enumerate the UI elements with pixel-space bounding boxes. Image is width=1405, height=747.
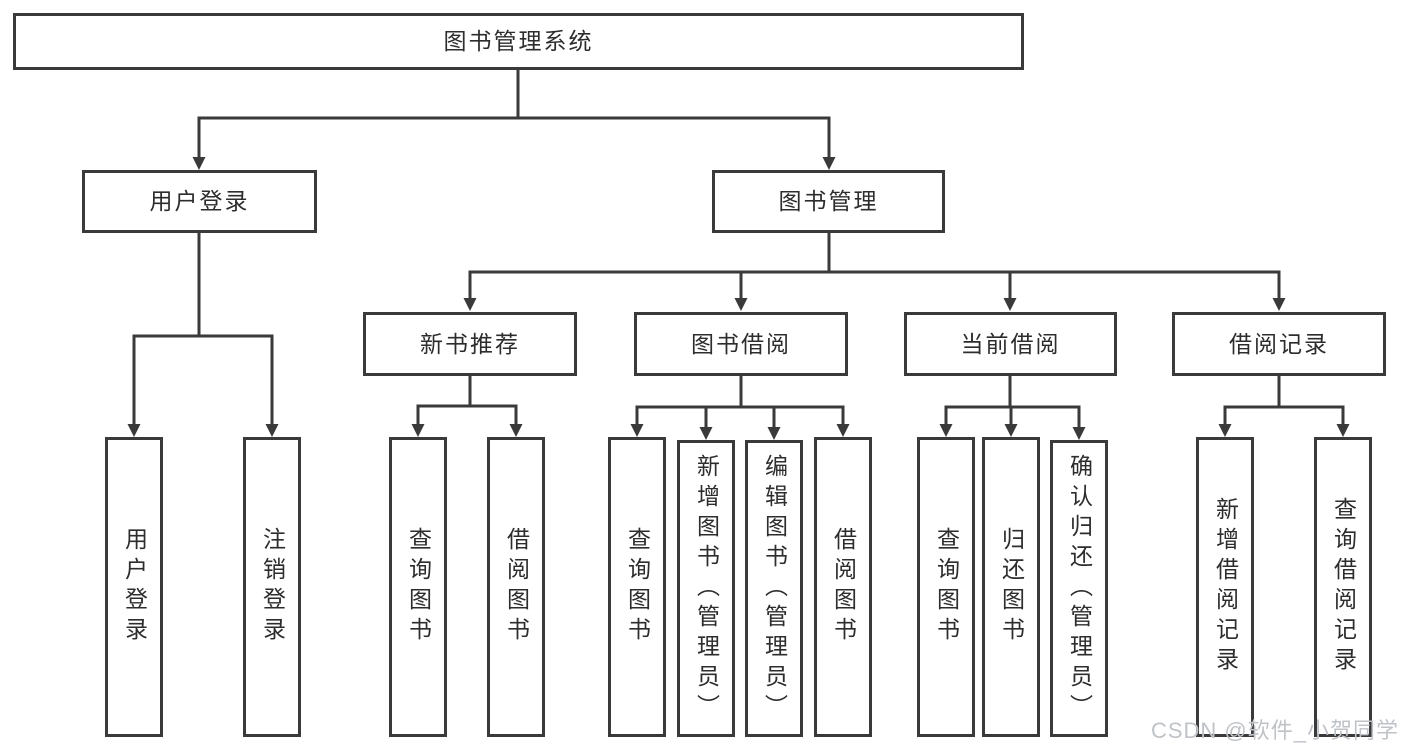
leaf-current-return-books-label: 归还图书 bbox=[998, 527, 1025, 647]
node-book-borrow: 图书借阅 bbox=[634, 312, 848, 376]
leaf-user-login: 用户登录 bbox=[105, 437, 163, 737]
connector-user-login-children bbox=[127, 231, 279, 437]
leaf-records-add-record-label: 新增借阅记录 bbox=[1212, 497, 1239, 677]
csdn-watermark: CSDN @软件_小贺同学 bbox=[1150, 718, 1399, 743]
leaf-borrow-query-books: 查询图书 bbox=[608, 437, 666, 737]
leaf-borrow-borrow-books-label: 借阅图书 bbox=[830, 527, 857, 647]
leaf-borrow-edit-books-admin: 编辑图书（管理员） bbox=[745, 440, 803, 737]
node-new-book-recommend-label: 新书推荐 bbox=[420, 330, 520, 357]
leaf-borrow-borrow-books: 借阅图书 bbox=[814, 437, 872, 737]
leaf-current-query-books-label: 查询图书 bbox=[933, 527, 960, 647]
node-user-login-label: 用户登录 bbox=[149, 188, 250, 214]
connector-root-to-level2 bbox=[192, 68, 836, 170]
connector-current-borrow-children bbox=[939, 374, 1086, 440]
node-book-borrow-label: 图书借阅 bbox=[691, 330, 791, 357]
leaf-records-query-record-label: 查询借阅记录 bbox=[1330, 497, 1357, 677]
leaf-current-query-books: 查询图书 bbox=[917, 437, 975, 737]
node-new-book-recommend: 新书推荐 bbox=[363, 312, 577, 376]
leaf-borrow-query-books-label: 查询图书 bbox=[624, 527, 651, 647]
connector-new-book-children bbox=[411, 374, 523, 437]
leaf-logout-label: 注销登录 bbox=[259, 527, 286, 647]
node-borrow-records: 借阅记录 bbox=[1172, 312, 1386, 376]
leaf-newbook-borrow-books: 借阅图书 bbox=[487, 437, 545, 737]
node-current-borrow: 当前借阅 bbox=[904, 312, 1117, 376]
node-current-borrow-label: 当前借阅 bbox=[960, 330, 1061, 357]
leaf-borrow-edit-books-admin-label: 编辑图书（管理员） bbox=[761, 453, 788, 724]
leaf-current-return-books: 归还图书 bbox=[982, 437, 1040, 737]
node-borrow-records-label: 借阅记录 bbox=[1229, 330, 1329, 357]
node-user-login: 用户登录 bbox=[82, 170, 317, 233]
leaf-logout: 注销登录 bbox=[243, 437, 301, 737]
connector-borrow-records-children bbox=[1218, 374, 1350, 437]
leaf-borrow-add-books-admin: 新增图书（管理员） bbox=[677, 440, 735, 737]
leaf-current-confirm-return-admin: 确认归还（管理员） bbox=[1050, 440, 1108, 737]
node-root: 图书管理系统 bbox=[13, 13, 1024, 70]
leaf-borrow-add-books-admin-label: 新增图书（管理员） bbox=[693, 453, 720, 724]
leaf-user-login-label: 用户登录 bbox=[121, 527, 148, 647]
leaf-current-confirm-return-admin-label: 确认归还（管理员） bbox=[1066, 453, 1093, 724]
leaf-newbook-borrow-books-label: 借阅图书 bbox=[503, 527, 530, 647]
leaf-newbook-query-books: 查询图书 bbox=[389, 437, 447, 737]
node-root-label: 图书管理系统 bbox=[443, 28, 594, 54]
node-book-management: 图书管理 bbox=[712, 170, 945, 233]
leaf-records-add-record: 新增借阅记录 bbox=[1196, 437, 1254, 737]
leaf-newbook-query-books-label: 查询图书 bbox=[405, 527, 432, 647]
connector-book-borrow-children bbox=[630, 374, 850, 440]
leaf-records-query-record: 查询借阅记录 bbox=[1314, 437, 1372, 737]
node-book-management-label: 图书管理 bbox=[778, 188, 879, 214]
connector-book-management-children bbox=[463, 231, 1286, 311]
